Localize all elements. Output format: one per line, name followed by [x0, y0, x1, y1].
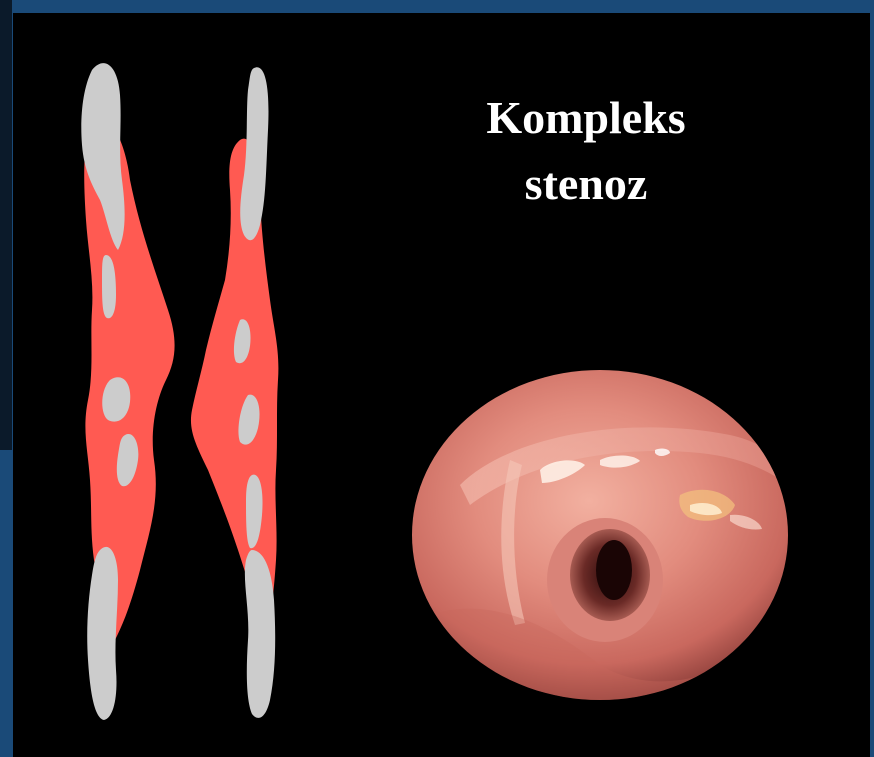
cartilage-left-bottom	[87, 547, 118, 720]
slide-title: Kompleks stenoz	[400, 85, 772, 217]
right-wall-tissue	[191, 139, 278, 630]
bronchoscopy-photo	[400, 365, 820, 705]
airway-stenosis-diagram	[70, 50, 300, 740]
